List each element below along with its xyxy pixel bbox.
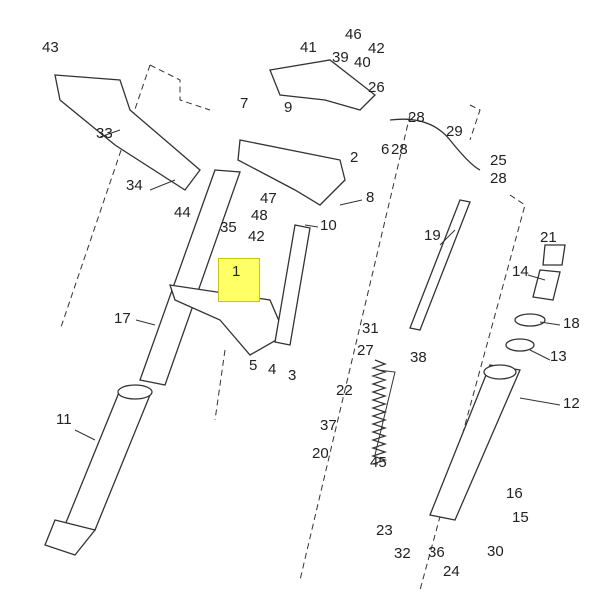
headlight-bracket: [54, 74, 201, 191]
callout-43[interactable]: 43: [42, 39, 59, 56]
callout-28a[interactable]: 28: [408, 109, 425, 126]
callout-18[interactable]: 18: [563, 315, 580, 332]
callout-13[interactable]: 13: [550, 348, 567, 365]
callout-39[interactable]: 39: [332, 49, 349, 66]
callout-4[interactable]: 4: [268, 361, 277, 378]
callout-30[interactable]: 30: [487, 543, 504, 560]
callout-26[interactable]: 26: [368, 79, 385, 96]
callout-1[interactable]: 1: [232, 263, 241, 280]
callout-6[interactable]: 6: [381, 141, 390, 158]
left-fork-tube: [44, 169, 241, 556]
callout-37[interactable]: 37: [320, 417, 337, 434]
steering-stem: [274, 224, 311, 346]
callout-41[interactable]: 41: [300, 39, 317, 56]
brake-line: [389, 118, 481, 171]
handlebar-clamp: [269, 59, 376, 111]
callout-33[interactable]: 33: [96, 125, 113, 142]
callout-28b[interactable]: 28: [391, 141, 408, 158]
callout-31[interactable]: 31: [362, 320, 379, 337]
callout-36[interactable]: 36: [428, 544, 445, 561]
callout-5[interactable]: 5: [249, 357, 258, 374]
callout-8[interactable]: 8: [366, 189, 375, 206]
fork-spring: [370, 359, 388, 465]
callout-12[interactable]: 12: [563, 395, 580, 412]
lower-triple-clamp: [169, 284, 286, 356]
callout-24[interactable]: 24: [443, 563, 460, 580]
callout-45[interactable]: 45: [370, 454, 387, 471]
callout-42b[interactable]: 42: [248, 228, 265, 245]
callout-40[interactable]: 40: [354, 54, 371, 71]
damper-rod: [409, 199, 471, 331]
callout-23[interactable]: 23: [376, 522, 393, 539]
callout-47[interactable]: 47: [260, 190, 277, 207]
callout-10[interactable]: 10: [320, 217, 337, 234]
callout-9[interactable]: 9: [284, 99, 293, 116]
callout-44[interactable]: 44: [174, 204, 191, 221]
callout-19[interactable]: 19: [424, 227, 441, 244]
callout-14[interactable]: 14: [512, 263, 529, 280]
callout-20[interactable]: 20: [312, 445, 329, 462]
callout-3[interactable]: 3: [288, 367, 297, 384]
callout-29[interactable]: 29: [446, 123, 463, 140]
callout-27[interactable]: 27: [357, 342, 374, 359]
callout-28c[interactable]: 28: [490, 170, 507, 187]
callout-35[interactable]: 35: [220, 219, 237, 236]
callout-7[interactable]: 7: [240, 95, 249, 112]
highlight-box: [218, 258, 260, 302]
callout-17[interactable]: 17: [114, 310, 131, 327]
callout-11[interactable]: 11: [56, 411, 72, 428]
callout-22[interactable]: 22: [336, 382, 353, 399]
callout-2[interactable]: 2: [350, 149, 359, 166]
callout-34[interactable]: 34: [126, 177, 143, 194]
callout-38[interactable]: 38: [410, 349, 427, 366]
right-fork-parts: [429, 244, 566, 521]
callout-32[interactable]: 32: [394, 545, 411, 562]
callout-48[interactable]: 48: [251, 207, 268, 224]
callout-15[interactable]: 15: [512, 509, 529, 526]
callout-46[interactable]: 46: [345, 26, 362, 43]
callout-25[interactable]: 25: [490, 152, 507, 169]
callout-16[interactable]: 16: [506, 485, 523, 502]
upper-triple-clamp: [237, 139, 346, 206]
callout-42a[interactable]: 42: [368, 40, 385, 57]
callout-21[interactable]: 21: [540, 229, 557, 246]
